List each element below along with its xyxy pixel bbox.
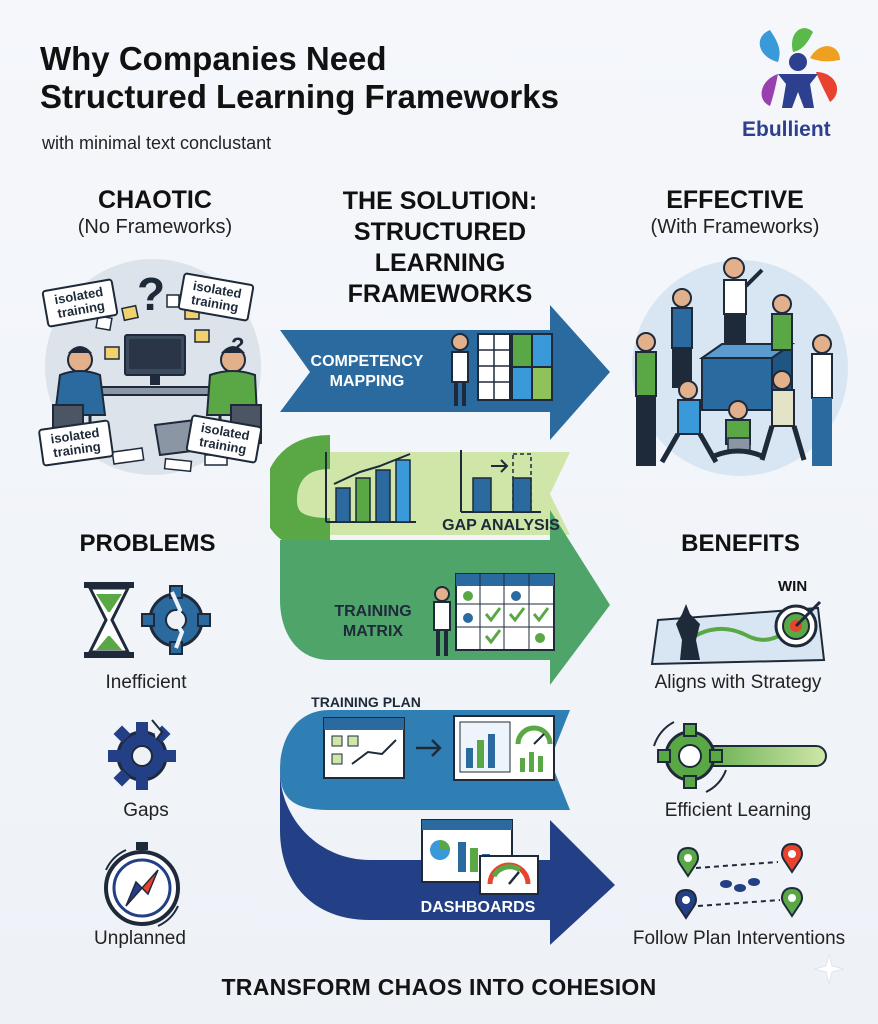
problem-gaps-label: Gaps (123, 800, 169, 821)
gap-analysis-label: GAP ANALYSIS (442, 517, 560, 534)
compass-icon (104, 842, 180, 927)
training-plan-icons (323, 715, 555, 781)
training-matrix-label-line-2: MATRIX (342, 623, 404, 640)
competency-label-line-1: COMPETENCY (310, 353, 424, 370)
solution-heading-line-1: THE SOLUTION: (342, 187, 538, 215)
competency-mapping-puzzle-icon (451, 333, 553, 406)
gear-progress-icon (653, 721, 827, 793)
page-title: Why Companies Need Structured Learning F… (40, 40, 720, 116)
footer-tagline: TRANSFORM CHAOS INTO COHESION (221, 974, 657, 1000)
bar-chart-icon (325, 452, 416, 523)
ebullient-logo-icon (759, 28, 840, 108)
page-subtitle: with minimal text conclustant (42, 133, 272, 153)
effective-heading: EFFECTIVE (666, 186, 804, 214)
gap-chart-icon (460, 450, 541, 513)
competency-mapping-label: COMPETENCY MAPPING (302, 352, 432, 392)
sparkle-icon (813, 953, 845, 985)
solution-heading-line-2: STRUCTURED (353, 218, 527, 246)
training-matrix-label-line-1: TRAINING (334, 603, 412, 620)
problem-inefficient-label: Inefficient (105, 672, 187, 693)
chaotic-heading: CHAOTIC (98, 186, 212, 214)
training-matrix-grid-icon (433, 573, 555, 656)
problem-unplanned-label: Unplanned (94, 928, 186, 949)
title-line-1: Why Companies Need (40, 40, 387, 77)
chess-strategy-target-icon (650, 600, 826, 666)
hourglass-broken-gear-icon (84, 582, 211, 658)
solution-heading-line-3: LEARNING (374, 249, 506, 277)
dashboards-icon (421, 819, 539, 895)
svg-text:?: ? (137, 268, 165, 320)
chaotic-subheading: (No Frameworks) (77, 216, 233, 238)
solution-heading-line-4: FRAMEWORKS (347, 280, 533, 308)
training-matrix-label: TRAINING MATRIX (318, 602, 428, 642)
broken-gear-icon (108, 719, 176, 790)
benefit-follow-plan-label: Follow Plan Interventions (632, 928, 846, 949)
training-plan-label: TRAINING PLAN (311, 694, 421, 710)
win-label: WIN (778, 578, 808, 595)
logo-text: Ebullient (742, 118, 831, 141)
benefit-strategy-label: Aligns with Strategy (654, 672, 822, 693)
effective-subheading: (With Frameworks) (650, 216, 820, 238)
benefits-heading: BENEFITS (681, 530, 800, 557)
dashboards-label: DASHBOARDS (420, 899, 536, 916)
solution-heading: THE SOLUTION: STRUCTURED LEARNING FRAMEW… (300, 186, 580, 310)
problems-heading: PROBLEMS (79, 530, 216, 557)
plan-route-pins-icon (675, 842, 803, 920)
effective-team-illustration (632, 257, 848, 476)
title-line-2: Structured Learning Frameworks (40, 78, 559, 115)
benefit-efficient-label: Efficient Learning (664, 800, 812, 821)
competency-label-line-2: MAPPING (329, 373, 405, 390)
